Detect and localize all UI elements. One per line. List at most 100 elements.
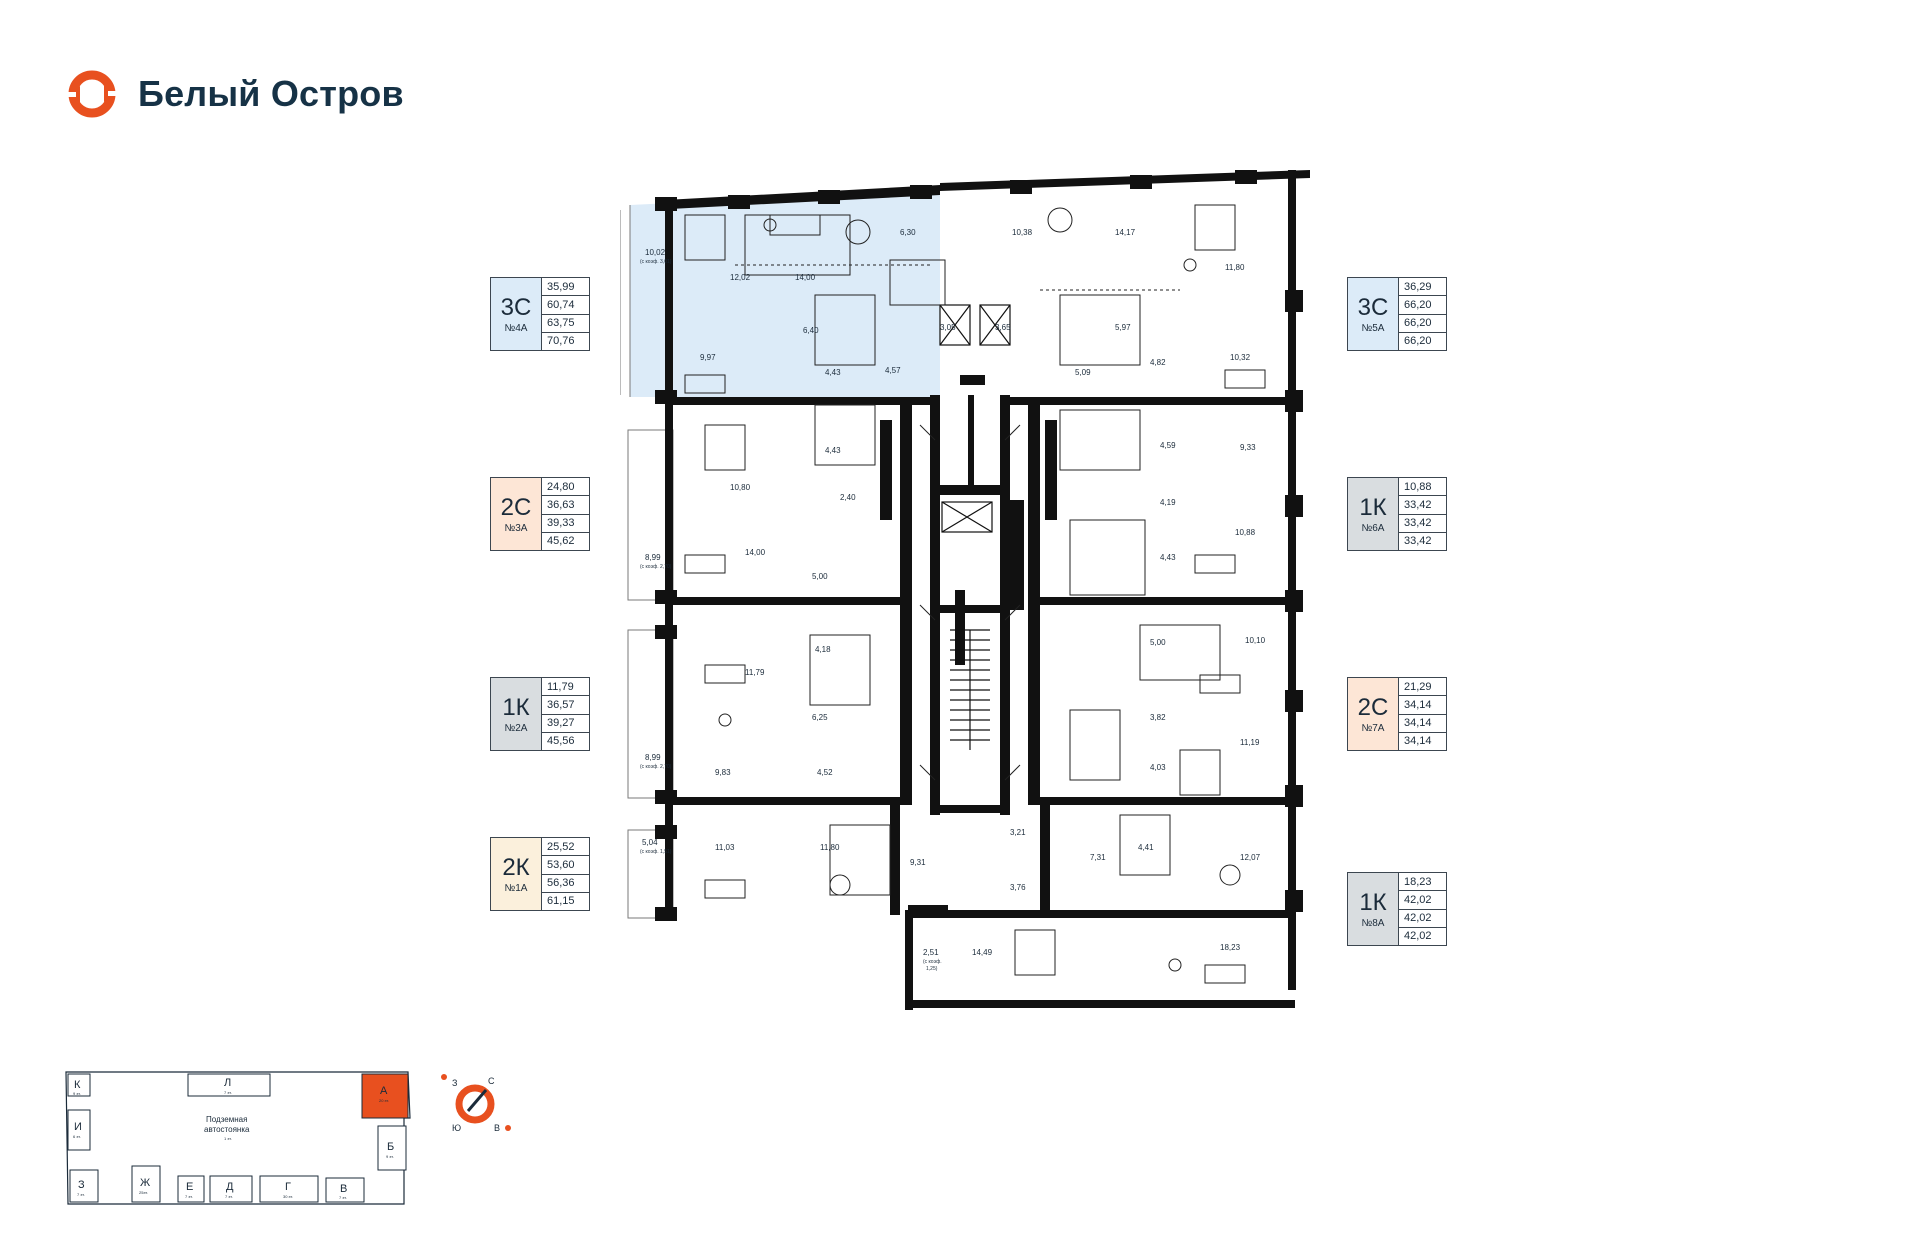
area-value: 33,42 bbox=[1399, 515, 1446, 533]
apartment-type: 2С bbox=[500, 493, 532, 521]
apartment-4a-highlight[interactable] bbox=[630, 190, 940, 405]
pier bbox=[1010, 180, 1032, 194]
pier bbox=[655, 625, 677, 639]
core-wall bbox=[1010, 500, 1024, 610]
balcony-outline bbox=[620, 205, 631, 397]
sofa bbox=[1204, 964, 1246, 984]
bed bbox=[1014, 929, 1056, 976]
area-value: 35,99 bbox=[542, 278, 589, 297]
parking-floors: 1 эт. bbox=[224, 1136, 232, 1141]
apartment-number: №1А bbox=[504, 882, 528, 894]
room-area: 2,40 bbox=[840, 493, 856, 502]
kitchen-counter bbox=[829, 824, 891, 896]
section-l[interactable] bbox=[187, 1073, 271, 1097]
elevator-shaft bbox=[979, 304, 1011, 346]
section-g[interactable] bbox=[259, 1175, 319, 1203]
elevator-shaft bbox=[941, 501, 993, 533]
core-wall bbox=[968, 395, 974, 495]
armchair bbox=[1168, 958, 1182, 972]
pier bbox=[1130, 175, 1152, 189]
section-d-label: Д bbox=[226, 1181, 234, 1193]
bathroom bbox=[814, 294, 876, 366]
corridor-wall bbox=[1028, 405, 1040, 805]
room-area: 3,76 bbox=[1010, 883, 1026, 892]
area-value: 33,42 bbox=[1399, 496, 1446, 515]
room-area: 9,31 bbox=[910, 858, 926, 867]
dining-table bbox=[829, 874, 851, 896]
room-area: 14,17 bbox=[1115, 228, 1136, 237]
core-wall bbox=[880, 420, 892, 520]
dining-table bbox=[845, 219, 871, 245]
apartment-number: №6А bbox=[1361, 522, 1385, 534]
core-wall bbox=[908, 905, 948, 915]
room-area: 11,19 bbox=[1240, 738, 1260, 747]
kitchen-counter bbox=[889, 259, 946, 306]
section-k[interactable] bbox=[67, 1073, 91, 1097]
room-area: 3,82 bbox=[1150, 713, 1166, 722]
core-wall bbox=[930, 395, 940, 495]
section-e[interactable] bbox=[177, 1175, 205, 1203]
section-i[interactable] bbox=[67, 1109, 91, 1151]
section-zh[interactable] bbox=[131, 1165, 161, 1203]
section-z[interactable] bbox=[69, 1169, 99, 1203]
core-wall bbox=[930, 605, 1010, 613]
kitchen-counter bbox=[1139, 624, 1221, 681]
section-b[interactable] bbox=[377, 1125, 407, 1171]
outer-wall bbox=[905, 1000, 1295, 1008]
room-area: 4,59 bbox=[1160, 441, 1176, 450]
room-area: 4,52 bbox=[817, 768, 833, 777]
bathroom bbox=[1119, 814, 1171, 876]
area-value: 18,23 bbox=[1399, 873, 1446, 892]
section-a[interactable] bbox=[361, 1073, 409, 1119]
section-a-label: А bbox=[380, 1085, 388, 1097]
compass-south: Ю bbox=[452, 1123, 461, 1133]
room-area: 5,00 bbox=[1150, 638, 1166, 647]
staircase bbox=[950, 629, 990, 750]
room-area-note: (с коэф. 1,51) bbox=[640, 849, 672, 855]
section-k-floors: 9 эт. bbox=[73, 1091, 81, 1096]
core-wall bbox=[955, 590, 965, 665]
area-value: 66,20 bbox=[1404, 335, 1432, 348]
pier bbox=[1285, 495, 1303, 517]
brand-logo[interactable]: Белый Остров bbox=[64, 66, 404, 122]
room-area: 5,00 bbox=[812, 572, 828, 581]
section-l-label: Л bbox=[224, 1077, 231, 1089]
section-d[interactable] bbox=[209, 1175, 253, 1203]
area-value: 39,27 bbox=[542, 715, 589, 733]
room-area: 11,80 bbox=[820, 843, 840, 852]
compass-ring bbox=[455, 1084, 495, 1124]
area-value: 34,14 bbox=[1404, 735, 1432, 748]
section-z-label: З bbox=[78, 1179, 85, 1191]
room-area: 10,32 bbox=[1230, 353, 1251, 362]
pier bbox=[1285, 690, 1303, 712]
room-area: 4,43 bbox=[825, 446, 841, 455]
bathroom bbox=[809, 634, 871, 706]
core-wall bbox=[890, 805, 900, 915]
area-value: 25,52 bbox=[542, 838, 589, 857]
area-value: 45,62 bbox=[547, 535, 575, 548]
section-v[interactable] bbox=[325, 1177, 365, 1203]
section-d-floors: 7 эт. bbox=[225, 1194, 233, 1199]
site-key-map: К 9 эт. Л 7 эт. А 20 эт. И 6 эт. Б 9 эт.… bbox=[65, 1071, 411, 1205]
bed bbox=[704, 424, 746, 471]
room-area: 10,02 bbox=[645, 248, 666, 257]
sofa bbox=[704, 879, 746, 899]
bed bbox=[1179, 749, 1221, 796]
bathroom bbox=[1059, 294, 1141, 366]
room-area: 14,49 bbox=[972, 948, 993, 957]
area-value: 63,75 bbox=[542, 315, 589, 333]
room-area: 14,00 bbox=[745, 548, 766, 557]
area-value: 42,02 bbox=[1404, 930, 1432, 943]
area-value: 42,02 bbox=[1399, 910, 1446, 928]
outer-wall bbox=[905, 910, 913, 1010]
area-value: 39,33 bbox=[542, 515, 589, 533]
apartment-type: 1К bbox=[502, 693, 530, 721]
